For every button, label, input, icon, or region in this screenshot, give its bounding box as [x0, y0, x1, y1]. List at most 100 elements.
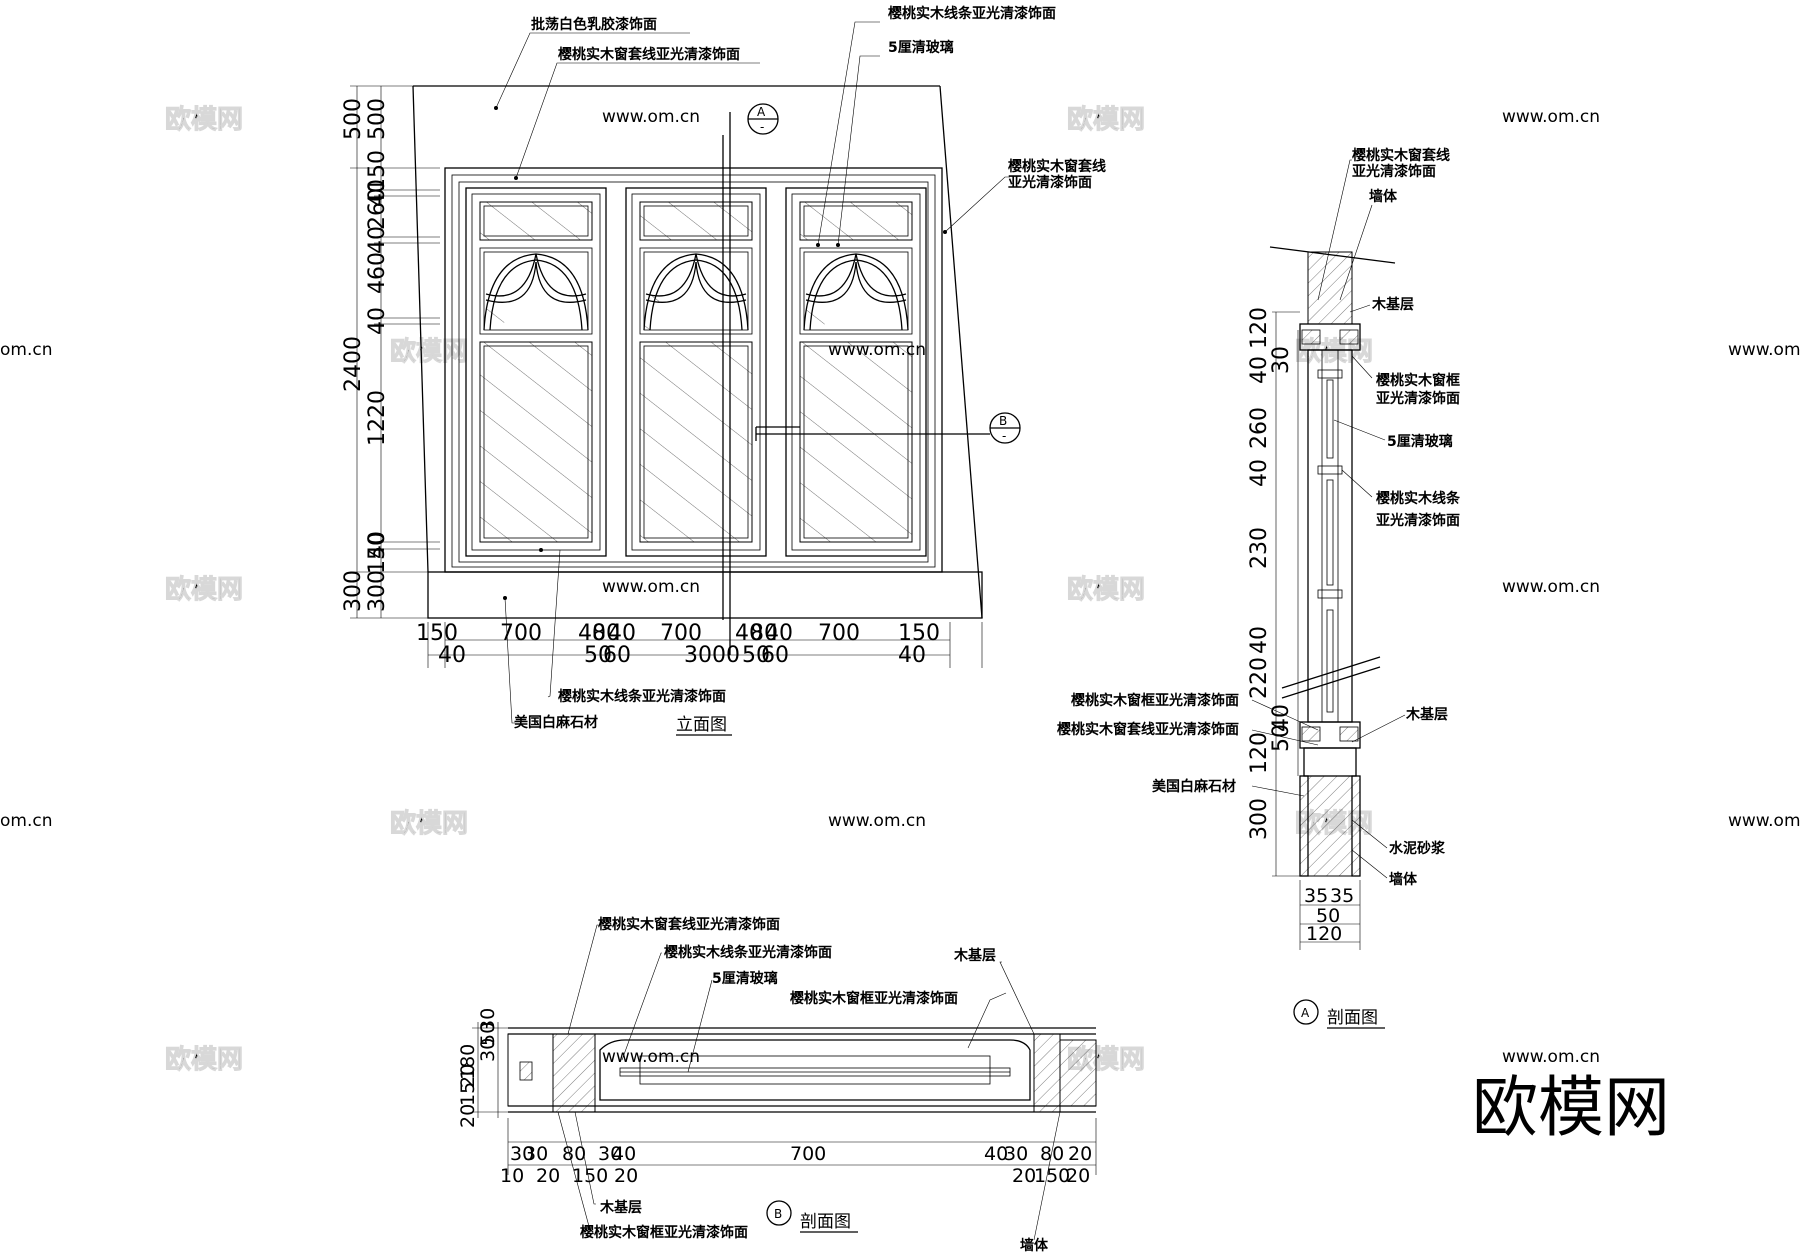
dimension-text: 230: [1247, 527, 1272, 569]
section-a-view: 樱桃实木窗套线 亚光清漆饰面 墙体 木基层 樱桃实木窗框 亚光清漆饰面 5厘清玻…: [1057, 147, 1461, 1029]
dimension-text: 20: [1066, 1165, 1090, 1187]
section-b-sash: [599, 1039, 1031, 1101]
dimension-text: 40: [365, 307, 390, 335]
window-casing-outer: [444, 167, 943, 573]
dimension-text: 150: [365, 150, 390, 192]
dimension-text: 120: [1306, 923, 1342, 945]
section-a-frame-top-hatch: [1301, 329, 1321, 345]
brand-logo-text: 欧模网: [1472, 1069, 1670, 1146]
dimension-text: 30: [477, 1008, 499, 1032]
window-casing-inner: [458, 181, 929, 563]
window-sash: [785, 187, 927, 557]
section-a-glass: [1326, 479, 1334, 586]
dimension-text: 40: [1247, 459, 1272, 487]
dimension-text: 20: [457, 1064, 479, 1088]
section-b-label-wall: 墙体: [1020, 1237, 1049, 1254]
section-b-label-frame-top: 樱桃实木窗框亚光清漆饰面: [790, 990, 958, 1007]
dimension-text: 20: [1068, 1143, 1092, 1165]
label-wall-finish: 批荡白色乳胶漆饰面: [531, 16, 657, 33]
dimension-text: 40: [1269, 704, 1294, 732]
section-a-label-casing-2: 亚光清漆饰面: [1352, 163, 1436, 180]
section-a-sill: [1303, 747, 1357, 777]
elevation-view: A - B - 批荡白色乳胶漆饰面 樱桃实木窗套线亚光清漆饰面 樱桃实木线条亚光…: [341, 5, 1106, 736]
dimension-text: 80: [750, 621, 778, 646]
dimension-text: 300: [1247, 798, 1272, 840]
section-b-label-wood-base-bottom: 木基层: [599, 1199, 642, 1216]
section-b-title-marker: [766, 1200, 792, 1226]
label-wood-molding-bottom: 樱桃实木线条亚光清漆饰面: [558, 688, 726, 705]
section-a-stone: [1351, 775, 1361, 877]
wall-right-edge: [939, 85, 983, 619]
dimension-text: 40: [735, 621, 763, 646]
dimension-text: 700: [818, 621, 860, 646]
dimension-text: 30: [477, 1038, 499, 1062]
section-a-marker-letter: A: [757, 105, 766, 119]
section-b-label-molding: 樱桃实木线条亚光清漆饰面: [664, 944, 832, 961]
watermark-brand: 欧模网: [390, 808, 468, 839]
section-b-title-marker-letter: B: [774, 1207, 782, 1221]
dimension-text: 260: [365, 188, 390, 230]
window-casing-line: [451, 174, 936, 568]
section-b-glazing-bead: [639, 1055, 991, 1085]
dimension-text: 80: [562, 1143, 586, 1165]
dimension-text: 30: [510, 1143, 534, 1165]
dimension-text: 30: [1269, 346, 1294, 374]
section-a-label-wood-base-bottom: 木基层: [1405, 706, 1448, 723]
dimension-text: 700: [660, 621, 702, 646]
watermark-url: www.om.cn: [1728, 340, 1800, 360]
watermark-layer: 欧模网 欧模网 欧模网 欧模网 欧模网 欧模网 欧模网 欧模网 欧模网 欧模网 …: [0, 104, 1800, 1076]
dimension-text: 150: [1034, 1165, 1070, 1187]
section-a-label-frame-1: 樱桃实木窗框: [1376, 372, 1460, 389]
label-frame-casing: 樱桃实木窗套线亚光清漆饰面: [558, 46, 740, 63]
section-a-label-casing-1: 樱桃实木窗套线: [1352, 147, 1450, 164]
dimension-text: 20: [1012, 1165, 1036, 1187]
label-glass: 5厘清玻璃: [888, 39, 954, 56]
dimension-text: 50: [477, 1022, 499, 1046]
dimension-text: 40: [612, 1143, 636, 1165]
section-a-label-molding-1: 樱桃实木线条: [1376, 490, 1461, 507]
dimension-text: 50: [1316, 905, 1340, 927]
section-b-label-glass: 5厘清玻璃: [712, 970, 778, 987]
dimension-text: 30: [1004, 1143, 1028, 1165]
dimension-text: 35: [1330, 885, 1354, 907]
section-a-label-mortar: 水泥砂浆: [1389, 840, 1446, 857]
watermark-url: www.om.cn: [1728, 811, 1800, 831]
section-b-label-wood-base-top: 木基层: [953, 947, 996, 964]
watermark-url: om.cn: [0, 340, 53, 360]
section-a-break-line: [1281, 656, 1381, 689]
dimension-text: 700: [790, 1143, 826, 1165]
label-casing-right-1: 樱桃实木窗套线: [1008, 158, 1106, 175]
dimension-text: 40: [438, 643, 466, 668]
dimension-text: 500: [365, 98, 390, 140]
section-b-marker-dash: -: [1002, 429, 1006, 443]
dimension-text: 150: [365, 532, 390, 574]
section-a-label-molding-2: 亚光清漆饰面: [1376, 512, 1460, 529]
section-b-label-frame-bottom: 樱桃实木窗框亚光清漆饰面: [580, 1224, 748, 1241]
window-sash: [625, 187, 767, 557]
dimension-text: 700: [500, 621, 542, 646]
dimension-text: 40: [984, 1143, 1008, 1165]
dimension-text: 10: [500, 1165, 524, 1187]
dimension-text: 150: [898, 621, 940, 646]
section-a-rail: [1317, 589, 1343, 599]
elevation-title: 立面图: [676, 715, 727, 735]
section-a-label-stone: 美国白麻石材: [1152, 778, 1236, 795]
watermark-url: www.om.cn: [828, 811, 926, 831]
section-b-dimension-lines: [472, 1022, 1097, 1175]
section-a-label-frame-2: 亚光清漆饰面: [1376, 390, 1460, 407]
section-a-title-marker-letter: A: [1301, 1006, 1310, 1020]
section-a-title-marker: [1293, 999, 1319, 1025]
dimension-text: 30: [598, 1143, 622, 1165]
section-b-label-casing: 樱桃实木窗套线亚光清漆饰面: [598, 916, 780, 933]
dimension-text: 40: [365, 531, 390, 559]
dimension-text: 150: [572, 1165, 608, 1187]
section-a-label-wall-bottom: 墙体: [1389, 871, 1418, 888]
section-a-label-wood-base-top: 木基层: [1371, 296, 1414, 313]
section-a-rail: [1317, 369, 1343, 379]
dimension-text: 15: [457, 1082, 479, 1106]
watermark-brand: 欧模网: [165, 574, 243, 605]
